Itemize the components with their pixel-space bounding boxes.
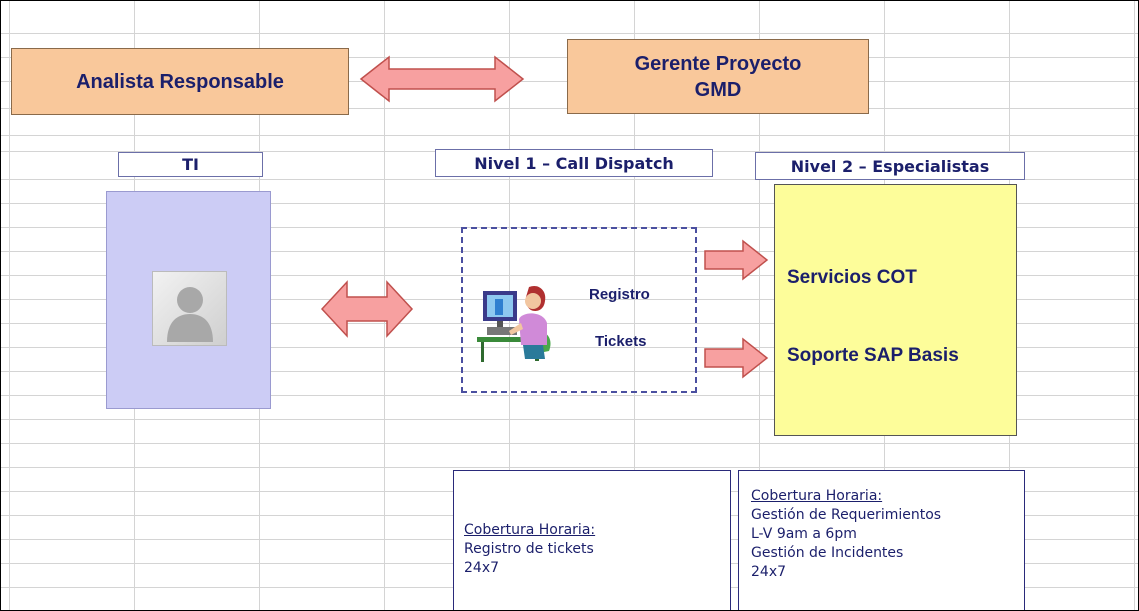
gerente-proyecto-label: Gerente Proyecto: [634, 52, 802, 75]
analista-responsable-box: Analista Responsable: [11, 48, 349, 115]
arrow-to-servicios: [704, 239, 769, 281]
dispatch-tickets-label: Tickets: [595, 333, 647, 350]
coverage-box-nivel2: Cobertura Horaria: Gestión de Requerimie…: [738, 470, 1025, 610]
coverage2-text: Cobertura Horaria: Gestión de Requerimie…: [751, 487, 1021, 582]
coverage2-line4: 24x7: [751, 564, 787, 580]
nivel2-header: Nivel 2 – Especialistas: [755, 152, 1025, 180]
arrow-to-soporte: [704, 337, 769, 379]
coverage2-line2: L-V 9am a 6pm: [751, 526, 857, 542]
coverage2-line3: Gestión de Incidentes: [751, 545, 904, 561]
soporte-sap-basis-label: Soporte SAP Basis: [787, 345, 959, 366]
double-arrow-top: [359, 55, 525, 103]
ti-header: TI: [118, 152, 263, 177]
coverage1-line1: Registro de tickets: [464, 541, 594, 557]
gmd-label: GMD: [694, 78, 742, 101]
servicios-cot-label: Servicios COT: [787, 267, 917, 288]
operator-icon: [473, 279, 563, 369]
coverage1-line2: 24x7: [464, 560, 500, 576]
analista-responsable-label: Analista Responsable: [76, 70, 284, 93]
ti-box: [106, 191, 271, 409]
dispatch-box: Registro Tickets: [461, 227, 697, 393]
especialistas-box: Servicios COT Soporte SAP Basis: [774, 184, 1017, 436]
dispatch-registro-label: Registro: [589, 286, 650, 303]
nivel1-header: Nivel 1 – Call Dispatch: [435, 149, 713, 177]
gerente-proyecto-box: Gerente Proyecto GMD: [567, 39, 869, 114]
nivel2-header-label: Nivel 2 – Especialistas: [790, 156, 990, 176]
user-avatar-icon: [152, 271, 227, 346]
coverage1-title: Cobertura Horaria:: [464, 522, 596, 538]
coverage2-line1: Gestión de Requerimientos: [751, 507, 942, 523]
coverage1-text: Cobertura Horaria: Registro de tickets 2…: [464, 521, 724, 578]
coverage2-title: Cobertura Horaria:: [751, 488, 883, 504]
coverage-box-nivel1: Cobertura Horaria: Registro de tickets 2…: [453, 470, 731, 610]
nivel1-header-label: Nivel 1 – Call Dispatch: [474, 153, 674, 173]
double-arrow-middle: [320, 280, 414, 338]
ti-header-label: TI: [182, 155, 199, 174]
